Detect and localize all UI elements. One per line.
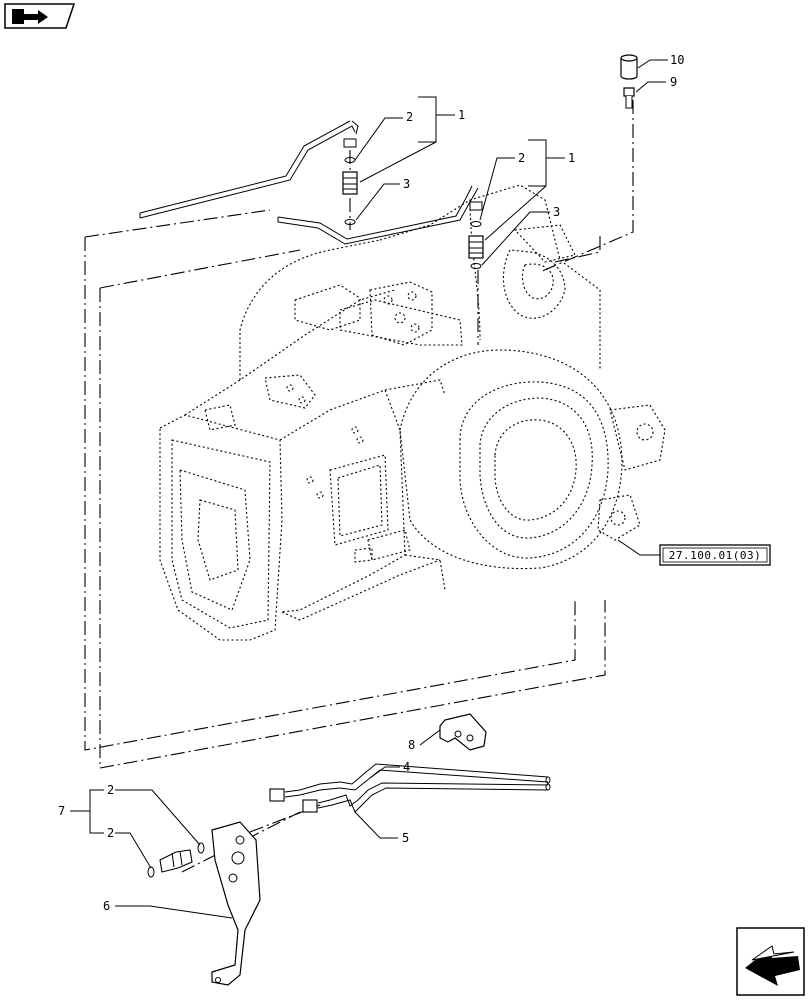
bracket-part <box>211 821 261 986</box>
callout-3-top-left: 3 <box>403 177 410 191</box>
callout-4: 4 <box>403 760 410 774</box>
upper-right-pipe <box>277 185 479 245</box>
upper-right-fitting <box>468 201 484 269</box>
book-arrow-icon[interactable] <box>4 3 76 29</box>
callout-2-lower-b: 2 <box>107 826 114 840</box>
callout-2-top-right: 2 <box>518 151 525 165</box>
callout-2-top-left: 2 <box>406 110 413 124</box>
callout-2-lower-a: 2 <box>107 783 114 797</box>
callout-6: 6 <box>103 899 110 913</box>
reference-link[interactable]: 27.100.01(03) <box>659 544 771 566</box>
next-page-arrow-icon[interactable] <box>736 927 805 996</box>
callout-numbers: 2 1 3 2 1 3 10 9 8 4 5 2 7 2 6 <box>58 53 684 913</box>
upper-left-pipe <box>139 120 359 219</box>
callout-3-top-right: 3 <box>553 205 560 219</box>
transmission-housing <box>159 184 666 641</box>
callout-7: 7 <box>58 804 65 818</box>
clip-part <box>439 713 487 751</box>
reference-label: 27.100.01(03) <box>669 549 762 562</box>
callout-1-top-right: 1 <box>568 151 575 165</box>
callout-leaders <box>70 59 668 919</box>
sensor-part <box>147 842 205 878</box>
upper-left-fitting <box>342 138 358 225</box>
callout-10: 10 <box>670 53 684 67</box>
bolt-part <box>623 87 635 109</box>
callout-8: 8 <box>408 738 415 752</box>
lower-pipes <box>269 763 551 813</box>
callout-9: 9 <box>670 75 677 89</box>
callout-5: 5 <box>402 831 409 845</box>
cap-part <box>620 54 638 80</box>
callout-1-top-left: 1 <box>458 108 465 122</box>
